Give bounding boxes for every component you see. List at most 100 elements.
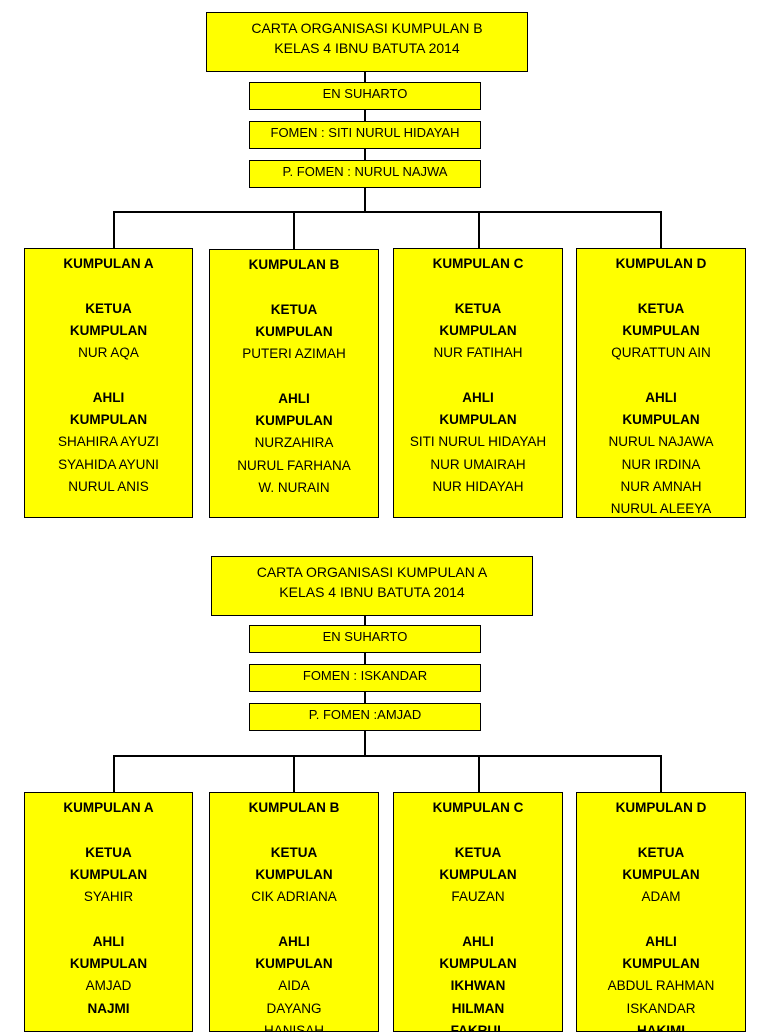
leader-name: SYAHIR: [83, 889, 134, 905]
foreman-box: FOMEN : ISKANDAR: [249, 664, 481, 692]
teacher-box: EN SUHARTO: [249, 82, 481, 110]
chart-title-box: CARTA ORGANISASI KUMPULAN A KELAS 4 IBNU…: [211, 556, 533, 616]
members-heading: KUMPULAN: [69, 412, 148, 428]
group-box-d: KUMPULAN D KETUA KUMPULAN QURATTUN AIN A…: [576, 248, 746, 518]
member-name: NUR UMAIRAH: [430, 456, 526, 472]
branch-line: [113, 755, 662, 757]
branch-line: [113, 211, 662, 213]
group-name: KUMPULAN A: [63, 256, 154, 271]
members-heading: AHLI: [645, 389, 677, 405]
leader-heading: KUMPULAN: [69, 322, 148, 338]
members-heading: KUMPULAN: [255, 956, 333, 972]
foreman-name: FOMEN : SITI NURUL HIDAYAH: [270, 125, 460, 140]
member-name: NUR AMNAH: [620, 478, 702, 494]
member-name: SITI NURUL HIDAYAH: [409, 434, 547, 450]
members-heading: KUMPULAN: [69, 956, 148, 972]
member-name: NAJMI: [87, 1000, 130, 1016]
leader-heading: KETUA: [637, 300, 685, 316]
members-heading: AHLI: [278, 933, 310, 949]
group-box-c: KUMPULAN C KETUA KUMPULAN FAUZAN AHLI KU…: [393, 792, 563, 1032]
member-name: SYAHIDA AYUNI: [58, 456, 159, 472]
member-name: NURUL ANIS: [68, 478, 149, 494]
member-name: ABDUL RAHMAN: [607, 978, 715, 994]
group-name: KUMPULAN C: [432, 256, 524, 271]
foreman-box: FOMEN : SITI NURUL HIDAYAH: [249, 121, 481, 149]
leader-name: NUR FATIHAH: [433, 345, 523, 361]
leader-heading: KUMPULAN: [439, 322, 517, 338]
member-name: DAYANG: [266, 1000, 322, 1016]
chart-title-line-2: KELAS 4 IBNU BATUTA 2014: [279, 584, 465, 600]
teacher-box: EN SUHARTO: [249, 625, 481, 653]
group-name: KUMPULAN A: [63, 800, 154, 815]
leader-heading: KUMPULAN: [69, 866, 148, 882]
leader-heading: KETUA: [85, 300, 132, 316]
branch-drop: [478, 211, 480, 248]
members-heading: AHLI: [278, 390, 310, 406]
leader-name: ADAM: [641, 889, 681, 905]
branch-drop: [293, 755, 295, 792]
chart-title-box: CARTA ORGANISASI KUMPULAN B KELAS 4 IBNU…: [206, 12, 528, 72]
member-name: NURUL FARHANA: [237, 457, 351, 473]
member-name: HAKIMI: [637, 1022, 685, 1032]
group-name: KUMPULAN D: [615, 800, 707, 815]
leader-name: QURATTUN AIN: [611, 345, 711, 361]
member-name: HILMAN: [451, 1000, 505, 1016]
assistant-foreman-box: P. FOMEN :AMJAD: [249, 703, 481, 731]
members-heading: KUMPULAN: [622, 412, 700, 428]
members-heading: KUMPULAN: [622, 956, 700, 972]
members-heading: AHLI: [462, 389, 494, 405]
leader-name: CIK ADRIANA: [251, 889, 337, 905]
group-name: KUMPULAN D: [615, 256, 707, 271]
member-name: NURUL NAJAWA: [608, 434, 714, 450]
member-name: NURZAHIRA: [254, 435, 334, 451]
branch-drop: [478, 755, 480, 792]
chart-title-line-2: KELAS 4 IBNU BATUTA 2014: [274, 40, 460, 56]
group-box-a: KUMPULAN A KETUA KUMPULAN SYAHIR AHLI KU…: [24, 792, 193, 1032]
group-name: KUMPULAN C: [432, 800, 524, 815]
leader-heading: KUMPULAN: [622, 322, 700, 338]
assistant-foreman-name: P. FOMEN :AMJAD: [308, 707, 422, 722]
connector: [364, 110, 366, 121]
group-box-a: KUMPULAN A KETUA KUMPULAN NUR AQA AHLI K…: [24, 248, 193, 518]
assistant-foreman-box: P. FOMEN : NURUL NAJWA: [249, 160, 481, 188]
connector: [364, 188, 366, 212]
group-name: KUMPULAN B: [248, 257, 340, 272]
member-name: IKHWAN: [450, 978, 506, 994]
member-name: SHAHIRA AYUZI: [57, 434, 160, 450]
members-heading: AHLI: [462, 933, 494, 949]
members-heading: AHLI: [92, 389, 125, 405]
member-name: AMJAD: [85, 978, 132, 994]
member-name: NURUL ALEEYA: [610, 501, 712, 517]
leader-heading: KUMPULAN: [439, 866, 517, 882]
connector: [364, 72, 366, 82]
group-box-b: KUMPULAN B KETUA KUMPULAN PUTERI AZIMAH …: [209, 249, 379, 518]
group-box-c: KUMPULAN C KETUA KUMPULAN NUR FATIHAH AH…: [393, 248, 563, 518]
leader-heading: KETUA: [637, 844, 685, 860]
chart-title-line-1: CARTA ORGANISASI KUMPULAN A: [256, 564, 488, 580]
group-name: KUMPULAN B: [248, 800, 340, 815]
leader-name: PUTERI AZIMAH: [242, 346, 346, 362]
group-box-d: KUMPULAN D KETUA KUMPULAN ADAM AHLI KUMP…: [576, 792, 746, 1032]
group-box-b: KUMPULAN B KETUA KUMPULAN CIK ADRIANA AH…: [209, 792, 379, 1032]
branch-drop: [660, 755, 662, 792]
leader-heading: KETUA: [270, 844, 318, 860]
branch-drop: [660, 211, 662, 248]
connector: [364, 653, 366, 664]
leader-name: FAUZAN: [451, 889, 505, 905]
branch-drop: [293, 211, 295, 249]
members-heading: KUMPULAN: [255, 413, 333, 429]
connector: [364, 616, 366, 625]
leader-heading: KETUA: [454, 844, 502, 860]
member-name: AIDA: [278, 978, 310, 994]
leader-heading: KUMPULAN: [255, 866, 333, 882]
member-name: FAKRUL: [450, 1022, 506, 1032]
leader-heading: KETUA: [85, 844, 132, 860]
leader-heading: KUMPULAN: [622, 866, 700, 882]
leader-name: NUR AQA: [78, 345, 139, 361]
branch-drop: [113, 755, 115, 792]
members-heading: KUMPULAN: [439, 956, 517, 972]
leader-heading: KUMPULAN: [255, 323, 333, 339]
member-name: ISKANDAR: [626, 1000, 696, 1016]
members-heading: AHLI: [92, 933, 125, 949]
member-name: NUR HIDAYAH: [432, 478, 524, 494]
